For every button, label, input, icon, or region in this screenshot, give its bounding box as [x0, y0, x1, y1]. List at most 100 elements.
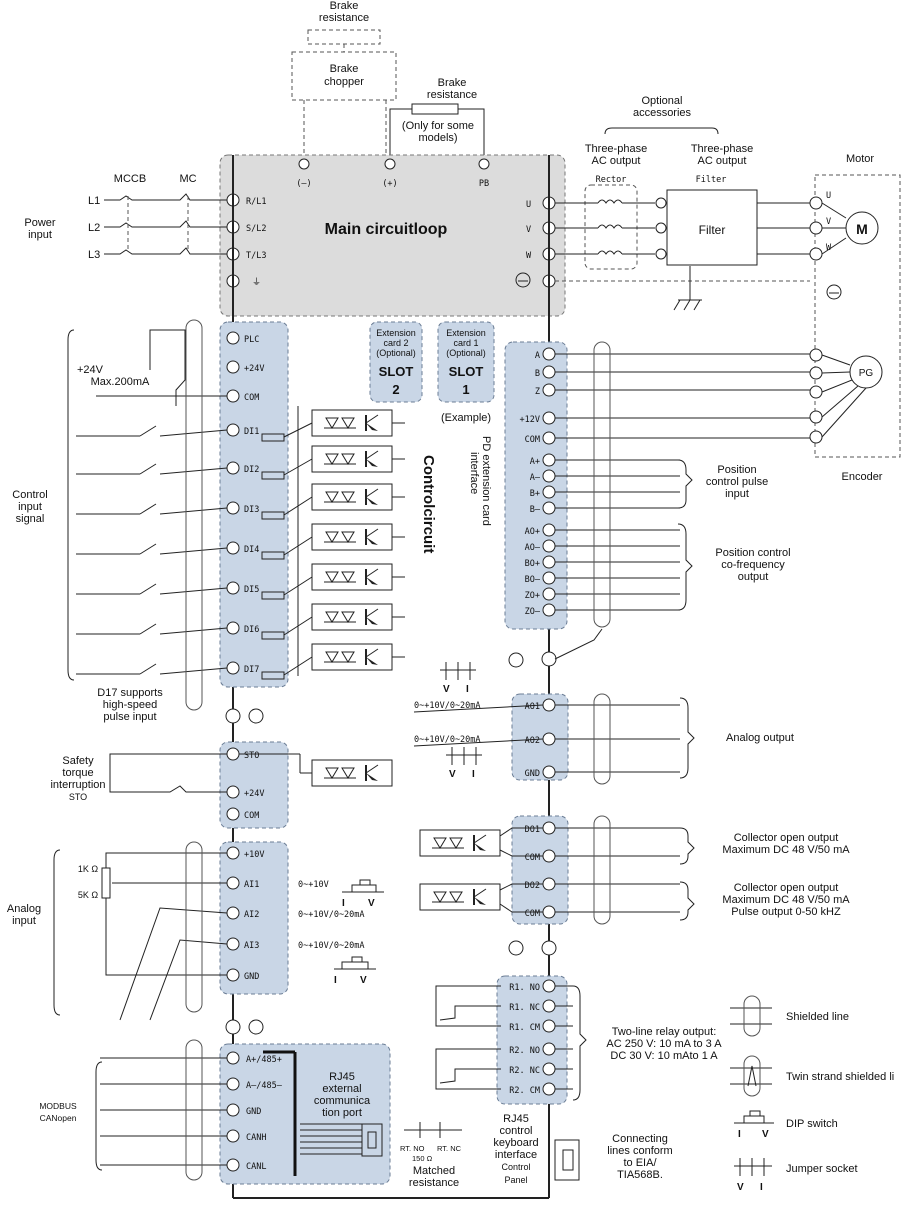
relay-4-label: R2. NC: [509, 1066, 540, 1076]
power-input-group: Power input MCCB MC L1 L2 L3: [24, 173, 227, 261]
di-4-label: DI2: [244, 465, 259, 475]
di1-optocoupler-icon: [311, 409, 393, 437]
pd-4-label: COM: [525, 435, 540, 445]
motor-u: U: [826, 191, 831, 201]
legend-shielded: Shielded line: [786, 1011, 849, 1023]
ai2-range: 0~+10V/0~20mA: [298, 910, 365, 920]
do1-optocoupler-icon: [419, 829, 501, 857]
ai-1-label: AI1: [244, 880, 259, 890]
panel-1: Control: [501, 1162, 530, 1172]
brake-resistance-top-1: Brake: [330, 0, 359, 12]
shielded-line-icon: [730, 995, 772, 1037]
v-label: V: [526, 225, 531, 235]
comm-2-terminal: [226, 1103, 240, 1117]
slot2-2: 2: [392, 382, 399, 397]
three-phase-1a: Three-phase: [585, 143, 647, 155]
card2-1: Extension: [376, 328, 416, 338]
dc-plus-label: (+): [382, 179, 397, 189]
ao-shield: [593, 693, 611, 785]
pb-label: PB: [479, 179, 489, 189]
pd-4-terminal: [542, 431, 556, 445]
di-6-label: DI4: [244, 545, 259, 555]
pd-9-label: AO+: [525, 527, 540, 537]
slot1-box: [437, 321, 495, 403]
slot2-box: [369, 321, 423, 403]
kbd-note-3: to EIA/: [623, 1157, 657, 1169]
control-input-2: input: [18, 501, 42, 513]
legend: Shielded line Twin strand shielded li I …: [730, 995, 894, 1193]
jumper1-i: I: [466, 684, 469, 695]
sto-optocoupler-icon: [311, 759, 393, 787]
do-0-label: DO1: [525, 825, 540, 835]
do-3-terminal: [542, 905, 556, 919]
pb-terminal: [478, 158, 490, 170]
ao-1-terminal: [542, 732, 556, 746]
slot1-2: 1: [462, 382, 469, 397]
legend-jumper-v: V: [737, 1182, 744, 1193]
di-4-terminal: [226, 461, 240, 475]
pd-ground-icon: [508, 652, 524, 668]
sto-0-label: STO: [244, 751, 259, 761]
rt-ohm: 150 Ω: [412, 1154, 433, 1163]
pd-14-terminal: [542, 603, 556, 617]
ao-1-label: AO2: [525, 736, 540, 746]
three-phase-2a: Three-phase: [691, 143, 753, 155]
u-label: U: [526, 200, 531, 210]
modbus-label: MODBUS: [39, 1101, 77, 1111]
supply-24v: +24V: [77, 364, 104, 376]
di-5-label: DI3: [244, 505, 259, 515]
dc-minus-label: (–): [296, 179, 311, 189]
ai1-dip-v: V: [368, 898, 375, 909]
dc-minus-terminal: [298, 158, 310, 170]
ai-2-terminal: [226, 906, 240, 920]
di-1-terminal: [226, 360, 240, 374]
kbd-3: keyboard: [493, 1137, 538, 1149]
ai3-dip-switch-icon: I V: [334, 956, 376, 986]
pd-1-label: B: [535, 369, 540, 379]
comm-3-label: CANH: [246, 1133, 266, 1143]
example-label: (Example): [441, 412, 491, 424]
brake-chopper-1: Brake: [330, 63, 359, 75]
kbd-2: control: [499, 1125, 532, 1137]
ai-ground-icon: [248, 1019, 264, 1035]
rj45-ext-3: communica: [314, 1095, 371, 1107]
keyboard-rj45-icon: [554, 1139, 580, 1181]
ai-3-label: AI3: [244, 941, 259, 951]
relay-terminal-block: [496, 975, 568, 1105]
card1-2: card 1: [453, 338, 478, 348]
di-7-label: DI5: [244, 585, 259, 595]
motor-group: Motor U V W M: [809, 153, 901, 458]
slot1-1: SLOT: [449, 364, 484, 379]
kbd-1: RJ45: [503, 1113, 529, 1125]
relay-3-label: R2. NO: [509, 1046, 540, 1056]
canopen-label: CANopen: [40, 1113, 77, 1123]
sto-label-1: Safety: [62, 755, 94, 767]
t-l3-label: T/L3: [246, 251, 266, 261]
pd-1-terminal: [542, 365, 556, 379]
pd-8-label: B–: [530, 505, 541, 515]
ai-2-label: AI2: [244, 910, 259, 920]
ai3-dip-v: V: [360, 975, 367, 986]
card2-2: card 2: [383, 338, 408, 348]
panel-2: Panel: [504, 1175, 527, 1185]
legend-dip-i: I: [738, 1129, 741, 1140]
pd-10-label: AO–: [525, 543, 541, 553]
rector-label: Rector: [596, 175, 627, 185]
matched-1: Matched: [413, 1165, 455, 1177]
three-phase-1b: AC output: [592, 155, 641, 167]
card1-3: (Optional): [446, 348, 486, 358]
encoder-symbol: PG: [859, 368, 874, 379]
di5-optocoupler-icon: [311, 563, 393, 591]
relay-5-terminal: [542, 1082, 556, 1096]
brake-resistance-group: Brake resistance (Only for some models): [389, 77, 485, 160]
pot-1k: 1K Ω: [78, 864, 99, 874]
ai1-dip-switch-icon: I V: [342, 879, 384, 909]
position-pulse-2: control pulse: [706, 476, 768, 488]
comm-terminal-block: [219, 1043, 391, 1185]
di-1-label: +24V: [244, 364, 264, 374]
ai-3-terminal: [226, 937, 240, 951]
power-input-1: Power: [24, 217, 56, 229]
